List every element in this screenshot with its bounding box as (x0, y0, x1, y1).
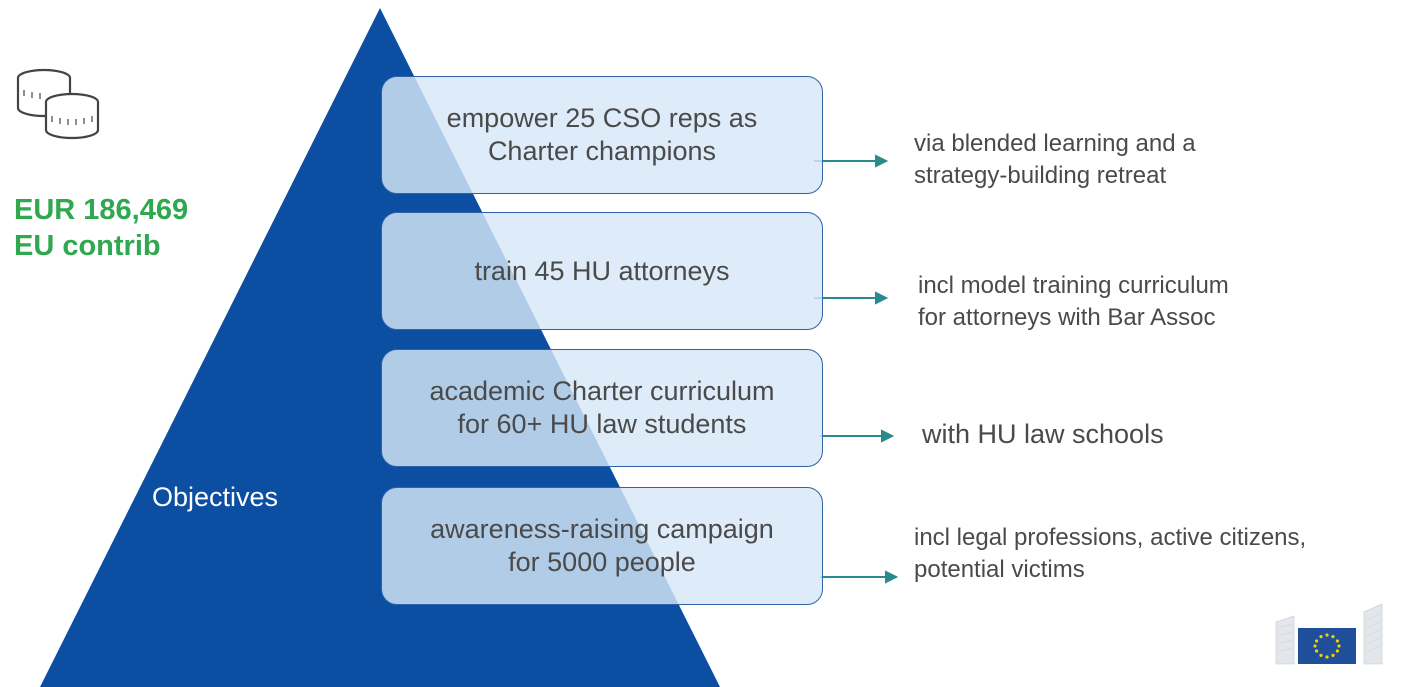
objective-box-attorneys: train 45 HU attorneys (381, 212, 823, 330)
european-commission-logo (1275, 603, 1383, 665)
note-line: for attorneys with Bar Assoc (918, 304, 1216, 331)
note-curriculum: with HU law schools (922, 418, 1164, 450)
note-line: strategy-building retreat (914, 162, 1167, 189)
arrow-right-icon (820, 429, 895, 443)
objective-line: empower 25 CSO reps as (446, 103, 758, 133)
arrow-right-icon (820, 570, 899, 584)
budget-amount: EUR 186,469 (14, 194, 189, 226)
objective-box-curriculum: academic Charter curriculum for 60+ HU l… (381, 349, 823, 467)
arrow-right-icon (814, 291, 889, 305)
coins-icon (16, 68, 100, 140)
objective-line: train 45 HU attorneys (474, 256, 730, 286)
budget-label: EUR 186,469 EU contrib (14, 192, 188, 264)
objective-line: for 5000 people (508, 547, 696, 577)
budget-caption: EU contrib (14, 230, 161, 262)
objective-line: Charter champions (487, 136, 717, 166)
objective-line: academic Charter curriculum (429, 376, 775, 406)
objective-line: awareness-raising campaign (430, 514, 774, 544)
note-line: potential victims (914, 556, 1085, 583)
arrow-right-icon (814, 154, 889, 168)
note-campaign: incl legal professions, active citizens,… (914, 522, 1306, 586)
objectives-label: Objectives (152, 482, 279, 512)
note-attorneys: incl model training curriculum for attor… (918, 270, 1229, 334)
objective-line: for 60+ HU law students (457, 409, 747, 439)
objective-box-campaign: awareness-raising campaign for 5000 peop… (381, 487, 823, 605)
note-line: via blended learning and a (914, 130, 1196, 157)
note-line: incl legal professions, active citizens, (914, 524, 1307, 551)
note-line: with HU law schools (922, 419, 1164, 449)
note-line: incl model training curriculum (918, 272, 1229, 299)
objective-box-cso: empower 25 CSO reps as Charter champions (381, 76, 823, 194)
note-cso: via blended learning and a strategy-buil… (914, 128, 1196, 192)
